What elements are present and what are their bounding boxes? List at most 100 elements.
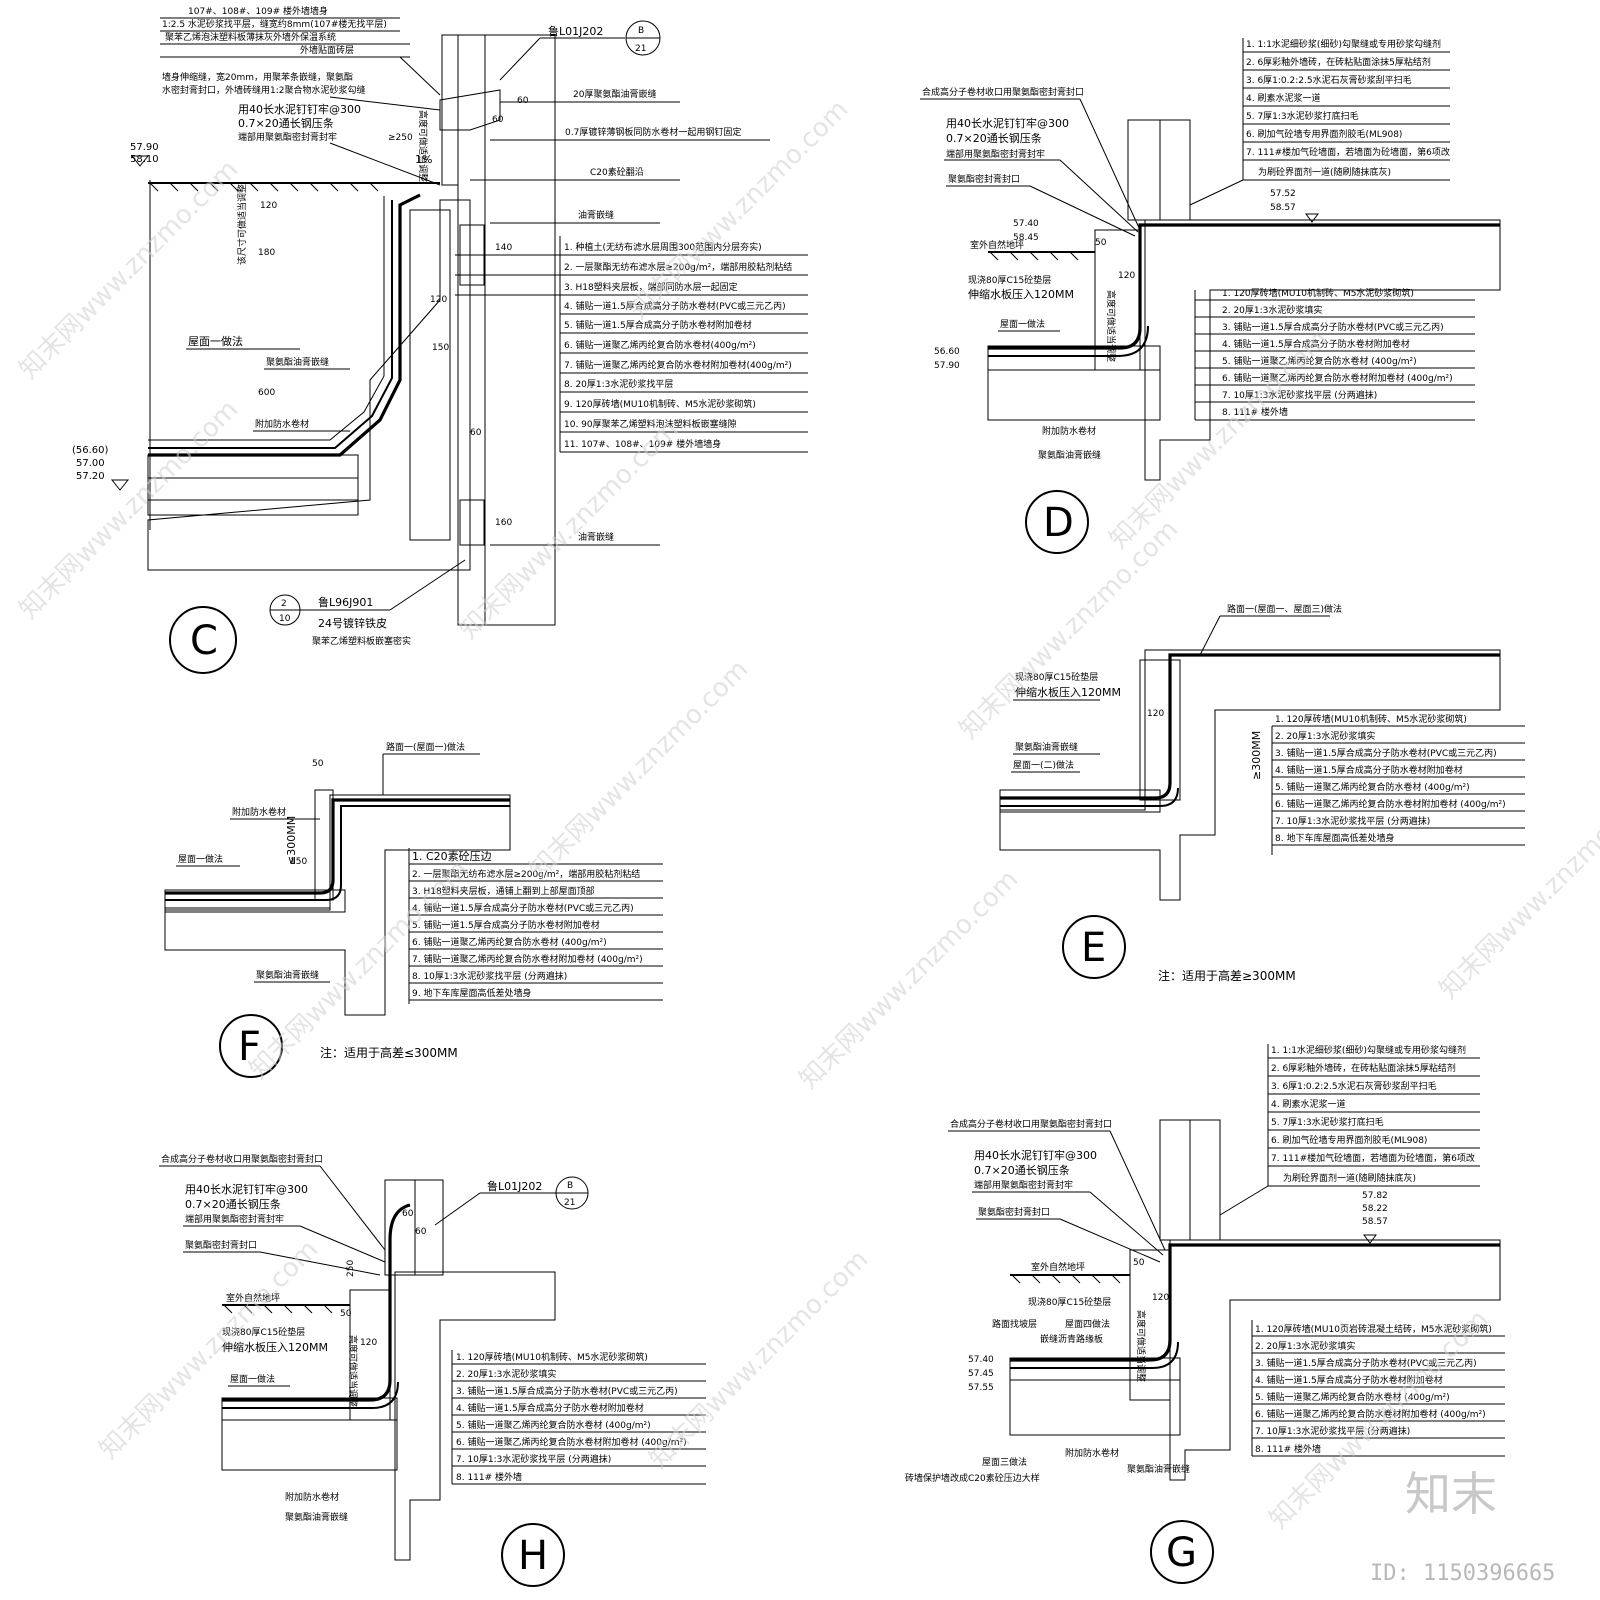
detail-c-elev-bottom: (56.60) 57.00 57.20: [72, 445, 130, 491]
layer-item: 3. 铺贴一道1.5厚合成高分子防水卷材(PVC或三元乙丙): [1275, 747, 1497, 759]
layer-item: 5. 铺贴一道1.5厚合成高分子防水卷材附加卷材: [412, 919, 600, 931]
ref-code: 鲁L96J901: [318, 595, 373, 609]
elevation-label: (56.60): [72, 445, 109, 456]
ref-top: B: [638, 26, 644, 36]
layer-item: 3. 铺贴一道1.5厚合成高分子防水卷材(PVC或三元乙丙): [1255, 1357, 1477, 1369]
layer-item: 1. 120厚砖墙(MU10页岩砖混凝土结砖，M5水泥砂浆砌筑): [1255, 1323, 1492, 1335]
note-text: C20素砼翻沿: [590, 166, 644, 178]
layer-item: 为刷砼界面剂一道(随刷随抹底灰): [1283, 1172, 1416, 1184]
note-text: 伸缩水板压入120MM: [1015, 685, 1121, 699]
dimension-label: 120: [1118, 271, 1135, 281]
ground-label: 室外自然地坪: [970, 239, 1024, 251]
layer-item: 3. 铺贴一道1.5厚合成高分子防水卷材(PVC或三元乙丙): [456, 1385, 678, 1397]
layer-item: 6. 铺贴一道聚乙烯丙纶复合防水卷材 (400g/m²): [412, 936, 607, 948]
dimension-label: 60: [492, 115, 504, 125]
note-text: 水密封膏封口，外墙砖缝用1:2聚合物水泥砂浆勾缝: [162, 84, 366, 96]
layer-item: 3. 铺贴一道1.5厚合成高分子防水卷材(PVC或三元乙丙): [1222, 321, 1444, 333]
elevation-label: 58.10: [130, 154, 159, 165]
layer-item: 3. 6厚1:0.2:2.5水泥石灰膏砂浆刮平扫毛: [1271, 1080, 1437, 1092]
dimension-label: ≥250: [388, 133, 413, 143]
layer-item: 9. 地下车库屋面高低差处墙身: [412, 987, 531, 999]
note-text: 合成高分子卷材收口用聚氨酯密封膏封口: [950, 1118, 1112, 1130]
dimension-label: 50: [340, 1309, 352, 1319]
note-text: 伸缩水板压入120MM: [968, 287, 1074, 301]
layer-item: 8. 111# 楼外墙: [1222, 406, 1288, 418]
note-text: 20厚聚氨酯油膏嵌缝: [573, 88, 656, 100]
note-text: 现浇80厚C15砼垫层: [1015, 671, 1098, 683]
elevation-label: 58.45: [1013, 233, 1039, 243]
layer-item: 1. 120厚砖墙(MU10机制砖、M5水泥砂浆砌筑): [1222, 287, 1414, 299]
elevation-label: 57.52: [1270, 189, 1296, 199]
note-text: 0.7×20通长钢压条: [946, 131, 1042, 145]
brand-logo-text: 知末: [1405, 1467, 1497, 1521]
detail-c-wall-finish: [457, 34, 486, 626]
dimension-label: 60: [415, 1227, 427, 1237]
note-text: 聚氨酯密封膏封口: [978, 1206, 1050, 1218]
side-label: 屋面一做法: [1000, 318, 1045, 330]
layer-item: 7. 111#楼加气砼墙面，若墙面为砼墙面，第6项改: [1271, 1152, 1475, 1164]
watermark-text: 知末网www.znzmo.com: [644, 1244, 875, 1475]
ref-top: 2: [281, 599, 287, 609]
ref-bottom: 21: [635, 44, 646, 54]
note-text: 用40长水泥钉钉牢@300: [185, 1182, 308, 1196]
detail-label: G: [1166, 1530, 1197, 1576]
detail-d-slab: [1144, 219, 1501, 481]
watermark-text: 知末网www.znzmo.com: [14, 154, 245, 385]
layer-item: 8. 地下车库屋面高低差处墙身: [1275, 832, 1394, 844]
detail-d-top-layers: 1. 1:1水泥细砂浆(细砂)勾聚缝或专用砂浆勾缝剂 2. 6厚彩釉外墙砖，在砖…: [1189, 38, 1450, 206]
detail-c-insulation: [441, 34, 459, 186]
layer-item: 4. 铺贴一道1.5厚合成高分子防水卷材附加卷材: [1275, 764, 1463, 776]
side-label: 屋面四做法: [1065, 1318, 1110, 1330]
detail-h-label-circle: [501, 1523, 565, 1587]
elevation-label: 57.20: [76, 471, 105, 482]
dimension-label: 150: [290, 857, 307, 867]
dimension-label: 180: [258, 248, 275, 258]
dimension-label: ≥300MM: [1250, 731, 1263, 780]
layer-item: 7. 10厚1:3水泥砂浆找平层 (分两遍抹): [1275, 815, 1430, 827]
layer-item: 2. 20厚1:3水泥砂浆填实: [1255, 1340, 1355, 1352]
detail-g: 1. 1:1水泥细砂浆(细砂)勾聚缝或专用砂浆勾缝剂 2. 6厚彩釉外墙砖，在砖…: [905, 1044, 1505, 1584]
side-label: 聚氨酯油膏嵌缝: [1038, 449, 1101, 461]
layer-item: 8. 20厚1:3水泥砂浆找平层: [564, 378, 673, 390]
detail-c: 57.90 58.10 (56.60) 57.00 57.20 107#、108…: [72, 5, 808, 674]
note-text: 油膏嵌缝: [578, 531, 614, 543]
elevation-label: 58.22: [1362, 1204, 1388, 1214]
layer-item: 2. 6厚彩釉外墙砖，在砖粘贴面涂抹5厚粘结剂: [1246, 56, 1431, 68]
ref-bottom: 10: [279, 614, 291, 624]
dimension-label: 120: [260, 201, 277, 211]
detail-label: F: [238, 1024, 261, 1070]
note-text: 107#、108#、109# 楼外墙墙身: [188, 5, 328, 17]
layer-item: 2. 20厚1:3水泥砂浆填实: [456, 1368, 556, 1380]
note-text: 油膏嵌缝: [578, 209, 614, 221]
side-label: 屋面一做法: [178, 853, 223, 865]
side-label: 附加防水卷材: [1065, 1447, 1119, 1459]
layer-item: 3. H18塑料夹层板，端部同防水层一起固定: [564, 281, 738, 293]
note-text: 0.7×20通长钢压条: [185, 1197, 281, 1211]
footnote: 注：适用于高差≥300MM: [1158, 968, 1296, 983]
detail-h: 合成高分子卷材收口用聚氨酯密封膏封口 用40长水泥钉钉牢@300 0.7×20通…: [159, 1153, 706, 1587]
side-label: 附加防水卷材: [1042, 425, 1096, 437]
side-label: 聚氨酯油膏嵌缝: [1015, 741, 1078, 753]
dimension-label: 50: [312, 759, 324, 769]
note-text: 端部用聚氨酯密封膏封牢: [238, 131, 337, 143]
note-text: 现浇80厚C15砼垫层: [968, 274, 1051, 286]
layer-item: 5. 7厚1:3水泥砂浆打底扫毛: [1271, 1116, 1384, 1128]
layer-item: 5. 铺贴一道聚乙烯丙纶复合防水卷材 (400g/m²): [1275, 781, 1470, 793]
note-text: 用40长水泥钉钉牢@300: [974, 1148, 1097, 1162]
image-id: ID: 1150396665: [1370, 1561, 1555, 1586]
detail-h-membrane: [222, 1203, 411, 1402]
ref-code: 鲁L01J202: [548, 24, 603, 38]
side-label: 路面找坡层: [992, 1318, 1037, 1330]
detail-f-layer-table: 1. C20素砼压边 2. 一层聚酯无纺布滤水层≥200g/m²，端部用胶粘剂粘…: [408, 848, 663, 1004]
detail-label: H: [518, 1533, 548, 1579]
detail-e-label-circle: [1062, 915, 1126, 979]
note-text: 0.7厚镀锌薄钢板同防水卷材一起用钢钉固定: [565, 126, 741, 138]
ref-code: 鲁L01J202: [487, 1179, 542, 1193]
dimension-label: 250: [346, 1260, 356, 1277]
note-text: 0.7×20通长钢压条: [974, 1163, 1070, 1177]
layer-item: 7. 111#楼加气砼墙面，若墙面为砼墙面，第6项改: [1246, 146, 1450, 158]
ref-bottom: 21: [564, 1198, 575, 1208]
layer-item: 5. 铺贴一道聚乙烯丙纶复合防水卷材 (400g/m²): [1222, 355, 1417, 367]
layer-item: 1. 1:1水泥细砂浆(细砂)勾聚缝或专用砂浆勾缝剂: [1246, 38, 1441, 50]
detail-c-layer-table: 1. 种植土(无纺布滤水层周围300范围内分层夯实) 2. 一层聚酯无纺布滤水层…: [455, 236, 808, 453]
